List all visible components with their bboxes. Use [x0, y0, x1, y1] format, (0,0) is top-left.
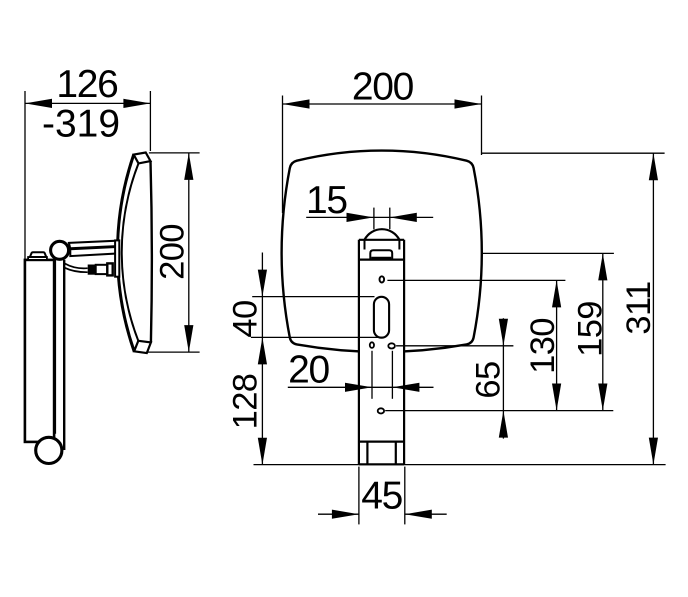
- svg-text:65: 65: [469, 361, 507, 398]
- svg-text:311: 311: [620, 281, 658, 334]
- svg-text:20: 20: [288, 349, 329, 392]
- svg-text:-319: -319: [42, 102, 120, 145]
- svg-text:200: 200: [352, 65, 414, 108]
- svg-text:128: 128: [226, 374, 264, 430]
- svg-text:159: 159: [571, 301, 609, 357]
- svg-text:126: 126: [56, 63, 117, 106]
- svg-text:200: 200: [154, 224, 192, 280]
- svg-text:15: 15: [306, 179, 347, 222]
- svg-text:130: 130: [524, 318, 562, 374]
- svg-text:45: 45: [361, 475, 402, 518]
- svg-text:40: 40: [226, 300, 264, 337]
